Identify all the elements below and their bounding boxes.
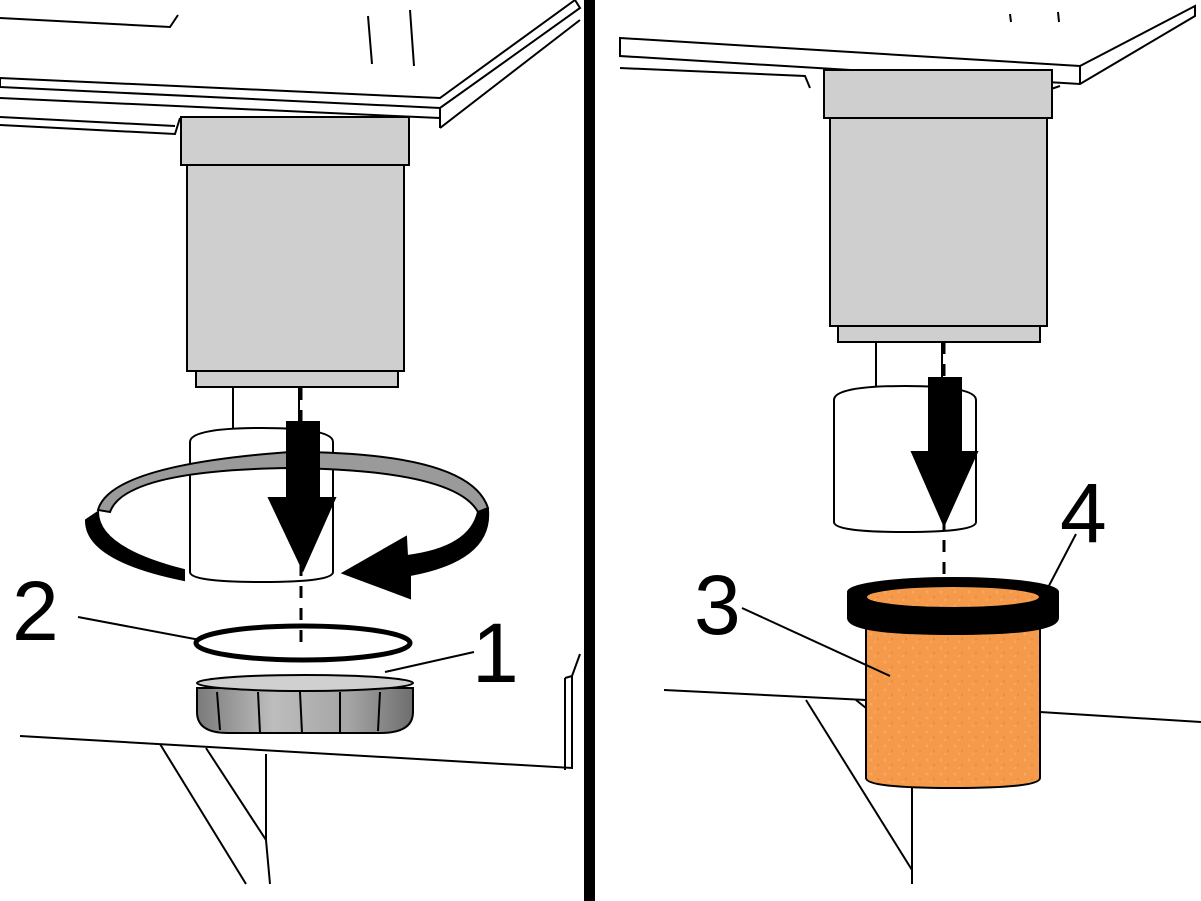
leader-line-4 [1029, 533, 1077, 623]
right-filter-housing [823, 69, 1053, 403]
left-shelf [0, 0, 582, 136]
right-panel [619, 4, 1201, 884]
arrow-down-icon [267, 421, 337, 573]
leader-line-1 [384, 651, 475, 673]
left-panel [0, 0, 582, 885]
left-filter-housing [180, 116, 410, 448]
leader-line-3 [741, 607, 891, 677]
label-3: 3 [694, 558, 741, 652]
o-ring [193, 623, 413, 663]
leader-line-2 [77, 616, 201, 641]
panel-divider [584, 0, 595, 901]
rotate-arrow-icon [340, 508, 490, 600]
label-1: 1 [472, 606, 519, 700]
filter-cartridge [847, 577, 1059, 790]
label-2: 2 [12, 564, 59, 658]
label-4: 4 [1060, 466, 1107, 560]
filter-cap [196, 674, 414, 734]
left-counter [19, 653, 581, 885]
rotate-arrow-front-left [84, 510, 185, 582]
right-counter [663, 689, 1201, 884]
arrow-down-icon-right [910, 377, 979, 528]
